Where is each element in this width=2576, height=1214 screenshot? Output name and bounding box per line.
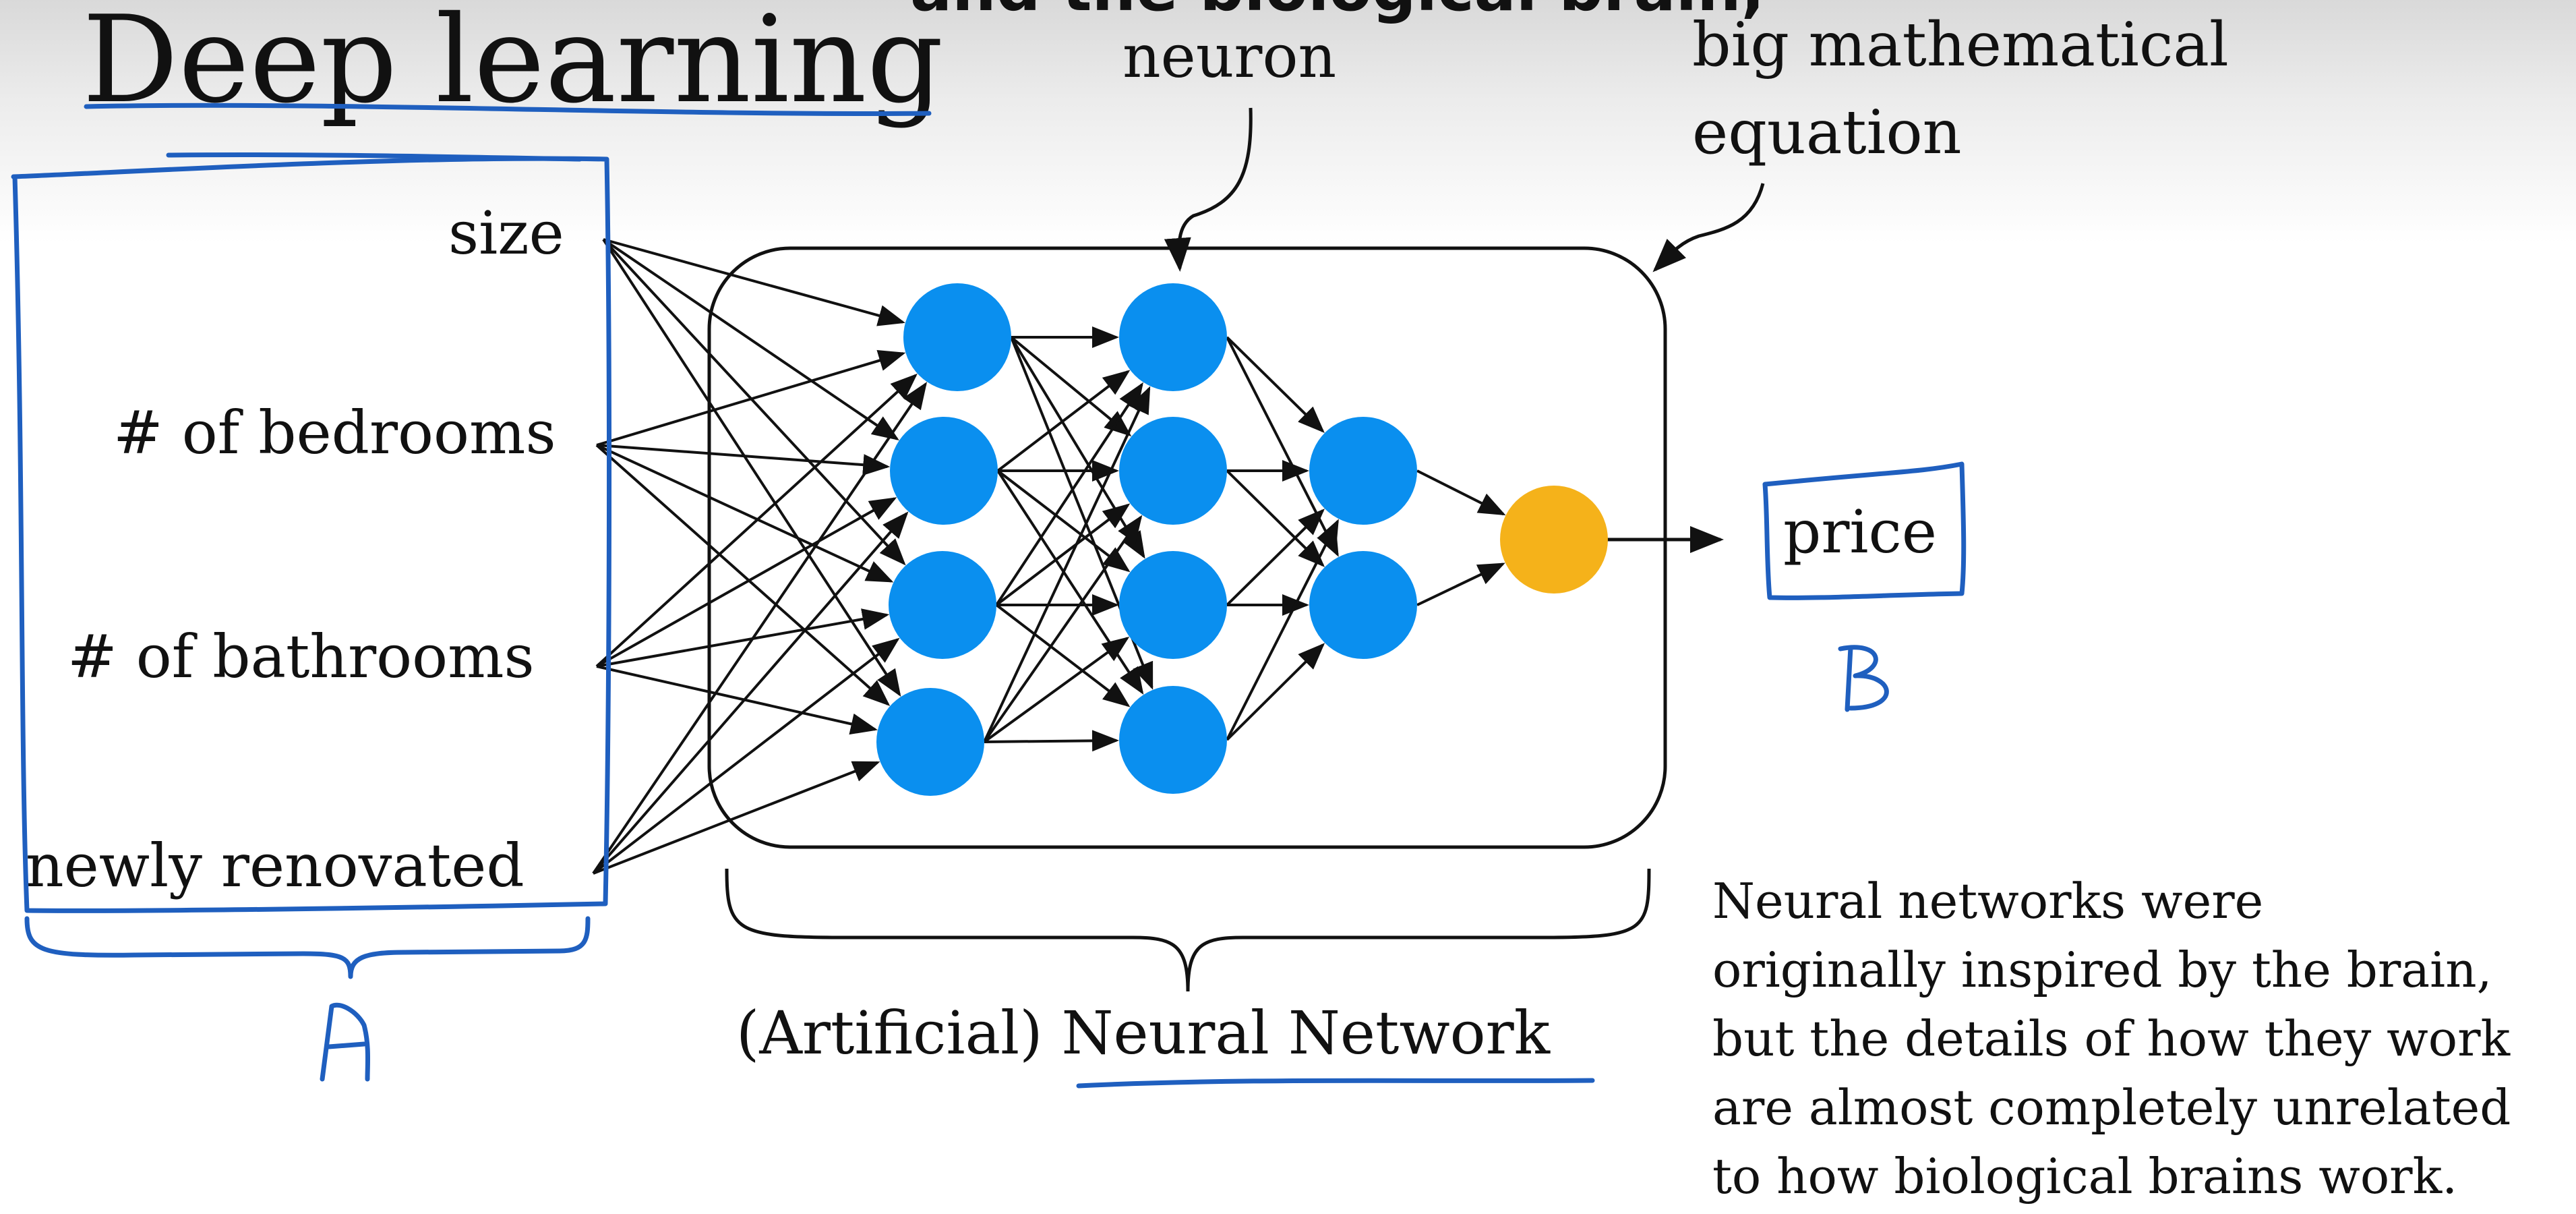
neuron-layer2-4: [1119, 686, 1227, 794]
note-paragraph: Neural networks were originally inspired…: [1712, 867, 2511, 1211]
connection-l2n0-l3n0: [1226, 336, 1325, 433]
connection-l3n1-l4n0: [1416, 562, 1505, 606]
equation-label-line1: big mathematical: [1692, 9, 2229, 80]
neuron-label: neuron: [1122, 22, 1337, 91]
connection-input0-h1n3: [602, 238, 901, 697]
connection-input1-h1n2: [596, 444, 894, 583]
title-underline: [84, 103, 932, 116]
connection-l1n1-l2n0: [996, 370, 1131, 472]
equation-arrow: [1652, 183, 1765, 272]
connection-l1n2-l2n3: [995, 604, 1131, 707]
connection-input1-h1n3: [595, 444, 891, 706]
connection-l2n2-l3n0: [1226, 509, 1325, 606]
output-label-price: price: [1783, 497, 1937, 567]
neuron-layer3-2: [1309, 551, 1417, 659]
input-label-bathrooms: # of bathrooms: [67, 622, 535, 691]
subtitle-caption: and the biological brain,: [910, 0, 1765, 20]
connection-input3-h1n1: [592, 511, 909, 875]
connection-input0-h1n1: [602, 238, 899, 441]
neuron-layer2-3: [1119, 551, 1227, 659]
note-line-3: but the details of how they work: [1712, 1010, 2511, 1067]
input-label-bedrooms: # of bedrooms: [113, 398, 556, 467]
neuron-layer1-3: [889, 551, 996, 659]
connection-input0-h1n2: [602, 238, 906, 566]
note-line-4: are almost completely unrelated: [1712, 1079, 2511, 1136]
connection-input3-h1n2: [592, 637, 900, 875]
connection-l2n3-l3n1: [1226, 643, 1325, 741]
connection-input2-h1n0: [595, 373, 918, 668]
slide-title: Deep learning: [82, 0, 944, 129]
neuron-layer1-4: [876, 688, 984, 796]
connection-input2-h1n2: [596, 608, 890, 668]
connection-input0-h1n0: [603, 238, 905, 326]
note-line-2: originally inspired by the brain,: [1712, 942, 2492, 998]
output-neuron: [1500, 486, 1608, 594]
input-label-renovated: newly renovated: [26, 831, 525, 900]
handwritten-annotations: [11, 103, 1967, 1089]
neuron-layer2-1: [1119, 283, 1227, 391]
connection-l1n0-l2n1: [1010, 336, 1132, 437]
connection-l1n1-l2n2: [996, 469, 1131, 573]
connection-input3-h1n3: [593, 761, 880, 875]
neuron-layer3-1: [1309, 417, 1417, 525]
output-box-outline: [1762, 461, 1967, 600]
connection-l2n1-l3n1: [1226, 469, 1325, 567]
note-line-5: to how biological brains work.: [1712, 1148, 2458, 1205]
connection-l1n2-l2n0: [995, 382, 1143, 606]
connection-input2-h1n1: [596, 497, 897, 668]
note-line-1: Neural networks were: [1712, 873, 2264, 929]
neuron-layer1-1: [903, 283, 1011, 391]
connection-input1-h1n0: [596, 350, 906, 446]
connection-l1n2-l2n1: [995, 503, 1131, 606]
connection-input2-h1n3: [596, 665, 878, 735]
connection-l1n1-l2n3: [996, 469, 1144, 695]
connection-input3-h1n0: [592, 382, 928, 875]
connection-l1n3-l2n0: [983, 386, 1151, 743]
input-brace: [24, 916, 591, 979]
network-nodes: [876, 283, 1608, 796]
connection-l1n3-l2n2: [983, 636, 1130, 743]
connection-l1n3-l2n3: [984, 730, 1120, 752]
connection-l3n0-l4n0: [1416, 469, 1506, 516]
neuron-layer1-2: [890, 417, 998, 525]
network-label: (Artificial) Neural Network: [736, 998, 1551, 1068]
neuron-layer2-2: [1119, 417, 1227, 525]
connection-l2n3-l3n0: [1226, 519, 1339, 741]
connection-l1n3-l2n1: [983, 515, 1143, 743]
neuron-arrow: [1164, 107, 1253, 272]
input-label-size: size: [448, 198, 564, 268]
letter-b-handwritten: [1838, 645, 1889, 712]
letter-a-handwritten: [320, 1002, 371, 1082]
network-brace: [725, 868, 1651, 992]
network-label-underline: [1076, 1078, 1595, 1089]
equation-label-line2: equation: [1692, 97, 1962, 168]
input-box-outline: [11, 156, 612, 913]
connection-input1-h1n1: [596, 444, 891, 476]
